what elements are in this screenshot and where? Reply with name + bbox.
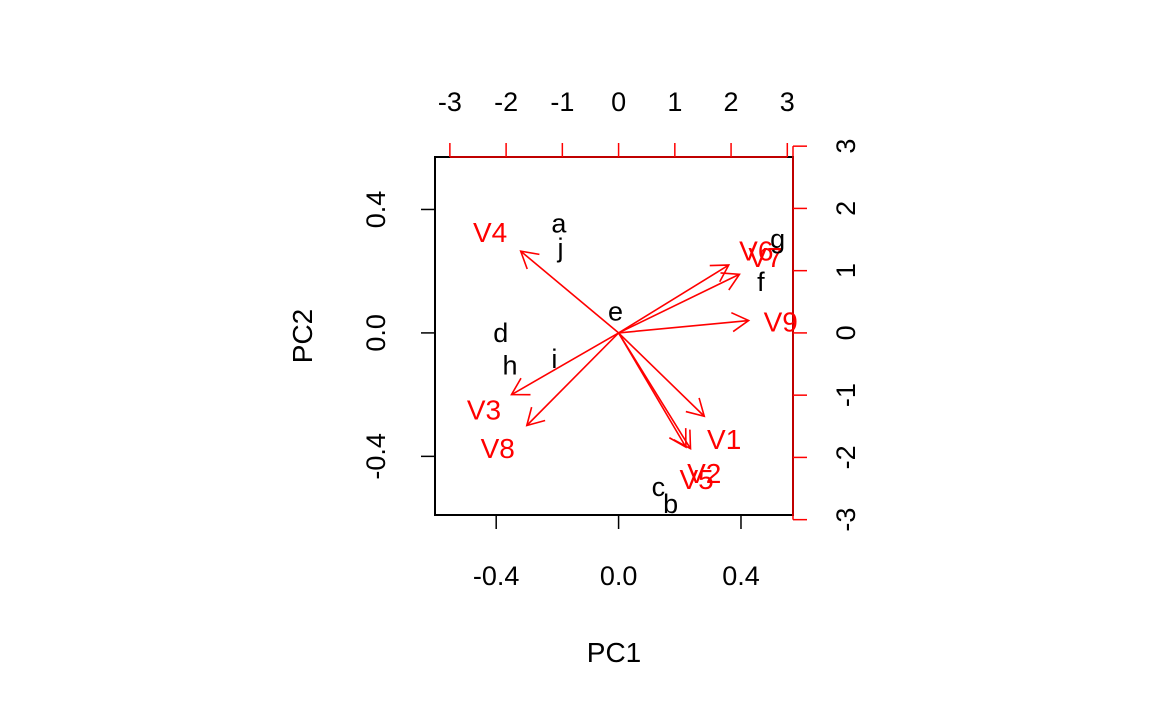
arrow-head (709, 264, 731, 283)
right-tick-label: -1 (831, 383, 861, 407)
point-label-c: c (652, 472, 666, 502)
arrow-v8: V8 (481, 332, 620, 464)
x-tick-label: -0.4 (473, 561, 520, 591)
arrow-head (668, 428, 687, 449)
point-label-a: a (551, 208, 567, 238)
point-label-g: g (770, 224, 785, 254)
arrow-v3: V3 (467, 332, 619, 426)
top-tick-label: -1 (550, 87, 574, 117)
y-axis-title: PC2 (287, 309, 318, 363)
arrow-label: V9 (764, 307, 798, 338)
right-tick-label: -2 (831, 445, 861, 469)
x-tick-label: 0.4 (722, 561, 760, 591)
arrow-shaft (618, 332, 705, 417)
point-label-d: d (493, 318, 508, 348)
arrow-shaft (617, 332, 687, 448)
arrow-label: V5 (679, 464, 713, 495)
y-tick-label: -0.4 (361, 433, 391, 480)
arrow-label: V7 (748, 242, 782, 273)
point-label-e: e (608, 296, 623, 326)
top-tick-label: -3 (438, 87, 462, 117)
arrow-label: V6 (739, 236, 773, 267)
arrow-shaft (618, 273, 740, 334)
top-tick-label: 1 (667, 87, 682, 117)
arrow-shaft (520, 250, 620, 334)
arrow-label: V3 (467, 395, 501, 426)
arrow-head (510, 377, 531, 396)
arrow-head (519, 250, 540, 270)
y-axis-left: -0.4 0.0 0.4 (361, 191, 436, 480)
arrow-shaft (511, 332, 619, 396)
x-axis-bottom: -0.4 0.0 0.4 (473, 514, 760, 591)
right-tick-label: -3 (831, 508, 861, 532)
point-label-j: j (556, 233, 563, 263)
arrow-v1: V1 (618, 332, 741, 455)
arrow-label: V2 (687, 458, 721, 489)
arrow-head (731, 311, 751, 333)
right-tick-label: 1 (831, 263, 861, 278)
arrow-shaft (618, 319, 749, 334)
y-tick-label: 0.4 (361, 191, 391, 229)
x-axis-title: PC1 (587, 637, 641, 668)
x-tick-label: 0.0 (600, 561, 638, 591)
arrow-v5: V5 (617, 332, 714, 495)
score-points: aj e dh i gf cb (493, 208, 785, 519)
point-label-f: f (757, 267, 765, 297)
arrow-head (525, 406, 546, 427)
arrow-v6: V6 (618, 236, 773, 334)
arrow-label: V4 (473, 217, 507, 248)
top-tick-label: -2 (494, 87, 518, 117)
y-tick-label: 0.0 (361, 314, 391, 352)
x-axis-top: -3 -2 -1 0 1 2 3 (438, 87, 795, 158)
arrow-v4: V4 (473, 217, 620, 334)
arrow-v7: V7 (618, 242, 783, 334)
point-label-i: i (551, 344, 557, 374)
arrow-shaft (618, 264, 730, 334)
right-tick-label: 3 (831, 139, 861, 154)
top-tick-label: 2 (724, 87, 739, 117)
arrow-label: V8 (481, 433, 515, 464)
y-axis-right: -3 -2 -1 0 1 2 3 (792, 139, 861, 532)
right-tick-label: 2 (831, 201, 861, 216)
arrow-v9: V9 (618, 307, 798, 338)
arrow-shaft (526, 332, 620, 427)
arrow-head (685, 397, 706, 418)
arrow-label: V1 (707, 424, 741, 455)
point-label-h: h (502, 350, 517, 380)
top-tick-label: 3 (780, 87, 795, 117)
arrow-head (720, 272, 741, 291)
point-label-b: b (663, 489, 678, 519)
right-tick-label: 0 (831, 325, 861, 340)
top-tick-label: 0 (611, 87, 626, 117)
